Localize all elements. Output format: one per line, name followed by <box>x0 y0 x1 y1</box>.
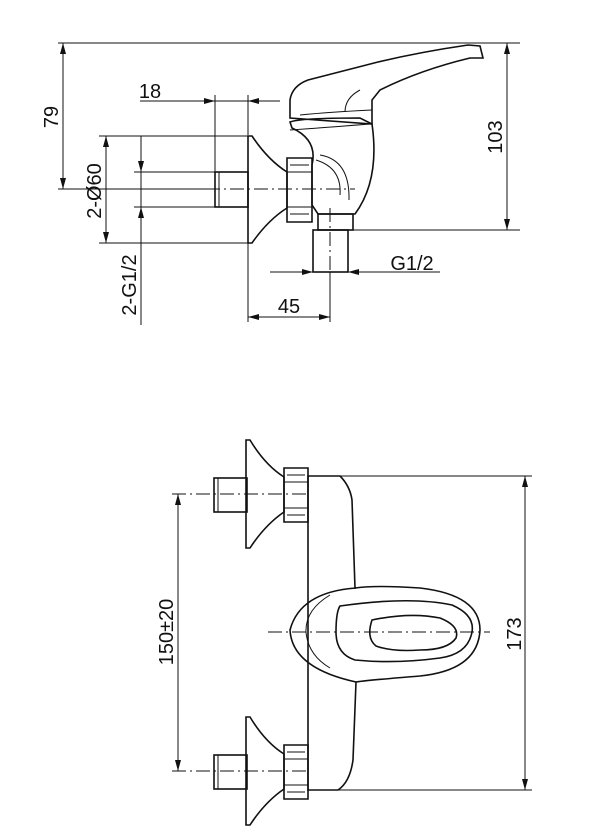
arrow <box>348 269 359 275</box>
dim-inlet-label: 2-G1/2 <box>119 254 141 315</box>
arrow <box>138 207 144 218</box>
upper-inlet-pipe <box>213 477 248 513</box>
upper-hex-nut <box>283 467 309 523</box>
side-view: 79 103 18 2-Ø60 2-G1/2 <box>41 42 520 325</box>
lower-hex-nut <box>283 744 309 800</box>
outlet-nipple-side <box>317 213 354 231</box>
handle-lever-edge <box>344 89 361 113</box>
arrow <box>204 98 215 104</box>
arrow <box>522 476 528 487</box>
dim-flange-label: 2-Ø60 <box>84 163 106 219</box>
arrow <box>319 314 330 320</box>
dim-173-label: 173 <box>504 617 526 650</box>
arrow <box>504 43 510 54</box>
arrow <box>60 43 66 54</box>
front-view: 173 150±20 <box>156 439 532 826</box>
valve-body-front <box>307 475 481 791</box>
handle-grip-inner <box>368 614 458 652</box>
arrow <box>248 98 259 104</box>
valve-body-side <box>289 117 375 215</box>
arrow <box>60 178 66 189</box>
handle-lever-edge <box>299 109 373 116</box>
lower-inlet-pipe <box>213 754 248 790</box>
dim-150-label: 150±20 <box>156 599 178 666</box>
dim-18-label: 18 <box>139 81 161 103</box>
hex-nut-side <box>286 157 313 223</box>
arrow <box>522 779 528 790</box>
dim-45-label: 45 <box>278 296 300 318</box>
dim-79-label: 79 <box>41 106 63 128</box>
arrow <box>103 232 109 243</box>
arrow <box>504 219 510 230</box>
handle-lever-side <box>289 44 485 125</box>
dim-103-label: 103 <box>485 120 507 153</box>
arrow <box>248 314 259 320</box>
arrow <box>103 136 109 147</box>
mixer-lever-front <box>289 587 357 683</box>
valve-body-curve <box>315 159 341 196</box>
handle-grip-opening <box>335 599 474 663</box>
arrow <box>175 494 181 505</box>
dim-outlet-label: G1/2 <box>390 253 433 275</box>
valve-body-inner <box>289 123 371 131</box>
arrow <box>302 269 313 275</box>
arrow <box>138 161 144 172</box>
valve-body-curve <box>319 154 350 201</box>
arrow <box>175 760 181 771</box>
